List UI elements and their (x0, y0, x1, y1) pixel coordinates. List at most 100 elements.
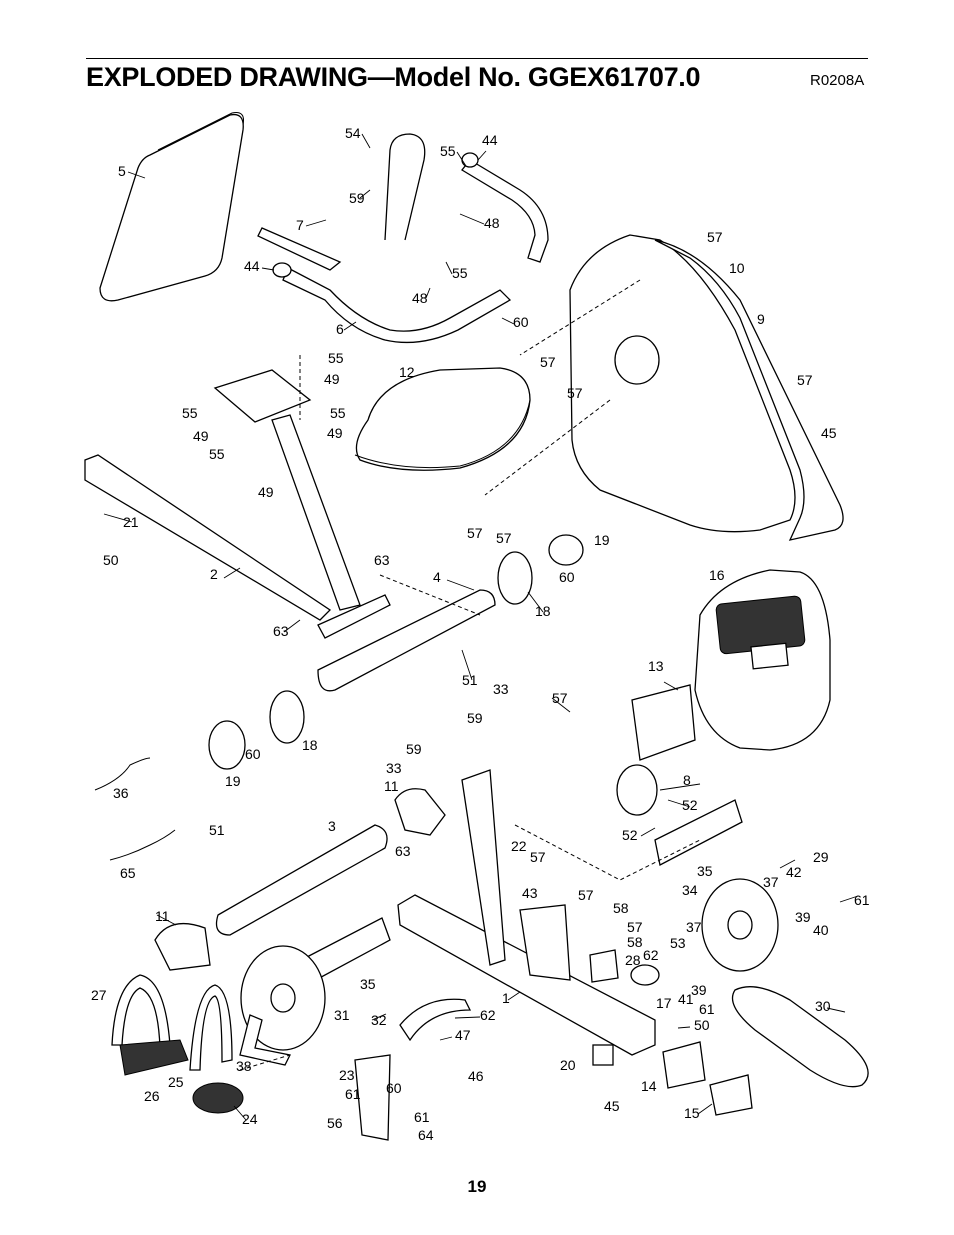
leader-line (461, 649, 473, 681)
part-handlebars (257, 133, 549, 344)
callout-55: 55 (440, 143, 456, 159)
callout-41: 41 (678, 991, 694, 1007)
callout-45: 45 (821, 425, 837, 441)
callout-35: 35 (360, 976, 376, 992)
callout-37: 37 (763, 874, 779, 890)
callout-62: 62 (643, 947, 659, 963)
leader-line (127, 171, 146, 179)
assembly-dashed-lines (239, 279, 701, 1071)
leader-line (677, 1026, 691, 1029)
callout-51: 51 (462, 672, 478, 688)
callout-56: 56 (327, 1115, 343, 1131)
leader-line (477, 150, 487, 161)
callout-55: 55 (452, 265, 468, 281)
callout-46: 46 (468, 1068, 484, 1084)
callout-55: 55 (328, 350, 344, 366)
callout-39: 39 (691, 982, 707, 998)
part-flywheel (701, 878, 779, 972)
callout-48: 48 (484, 215, 500, 231)
part-bracket (631, 684, 696, 761)
callout-11: 11 (384, 778, 399, 794)
leader-line (507, 991, 521, 1001)
leader-line (551, 697, 571, 713)
leader-line (697, 1103, 713, 1115)
callout-13: 13 (648, 658, 664, 674)
callout-49: 49 (327, 425, 343, 441)
leader-line (446, 579, 475, 591)
callout-48: 48 (412, 290, 428, 306)
callout-49: 49 (258, 484, 274, 500)
part-backrest (99, 112, 244, 302)
callout-55: 55 (330, 405, 346, 421)
leader-line (667, 799, 691, 808)
callout-62: 62 (480, 1007, 496, 1023)
callout-4: 4 (433, 569, 441, 585)
callout-42: 42 (786, 864, 802, 880)
leader-line (261, 267, 275, 271)
callout-47: 47 (455, 1027, 471, 1043)
callout-31: 31 (334, 1007, 350, 1023)
leader-line (501, 317, 515, 325)
callout-27: 27 (91, 987, 107, 1003)
part-seat (354, 367, 531, 471)
callout-52: 52 (622, 827, 638, 843)
callout-25: 25 (168, 1074, 184, 1090)
leader-line (283, 619, 301, 633)
part-pedals (111, 974, 244, 1114)
callout-44: 44 (482, 132, 498, 148)
callout-12: 12 (399, 364, 415, 380)
callout-18: 18 (302, 737, 318, 753)
callout-52: 52 (682, 797, 698, 813)
callout-22: 22 (511, 838, 527, 854)
callout-15: 15 (684, 1105, 700, 1121)
callout-35: 35 (697, 863, 713, 879)
callout-54: 54 (345, 125, 361, 141)
callout-38: 38 (236, 1058, 252, 1074)
leader-line (425, 287, 431, 299)
callout-45: 45 (604, 1098, 620, 1114)
part-hub (304, 764, 743, 983)
callout-18: 18 (535, 603, 551, 619)
callout-14: 14 (641, 1078, 657, 1094)
callout-26: 26 (144, 1088, 160, 1104)
part-seat-frame (84, 369, 391, 639)
callout-64: 64 (418, 1127, 434, 1143)
part-wheels (208, 534, 584, 770)
header-rule (86, 58, 868, 59)
leader-line (223, 567, 241, 579)
callout-59: 59 (349, 190, 365, 206)
callout-60: 60 (245, 746, 261, 762)
callout-61: 61 (699, 1001, 715, 1017)
part-brake (354, 998, 472, 1141)
leader-line (659, 783, 701, 791)
callout-60: 60 (386, 1080, 402, 1096)
part-tubes (215, 589, 496, 936)
callout-63: 63 (273, 623, 289, 639)
leader-line (103, 513, 133, 523)
callout-33: 33 (386, 760, 402, 776)
leader-line (361, 133, 371, 149)
leader-line (527, 591, 544, 613)
callout-49: 49 (193, 428, 209, 444)
callout-57: 57 (530, 849, 546, 865)
callout-59: 59 (467, 710, 483, 726)
callout-7: 7 (296, 217, 304, 233)
callout-8: 8 (683, 772, 691, 788)
callout-6: 6 (336, 321, 344, 337)
leader-line (779, 859, 796, 869)
callout-51: 51 (209, 822, 225, 838)
leader-line (826, 1007, 846, 1013)
callout-57: 57 (496, 530, 512, 546)
part-shrouds (569, 234, 844, 541)
callout-57: 57 (707, 229, 723, 245)
leader-line (454, 1016, 481, 1019)
callout-50: 50 (694, 1017, 710, 1033)
leader-line (663, 681, 679, 691)
callout-57: 57 (578, 887, 594, 903)
callout-5: 5 (118, 163, 126, 179)
callout-65: 65 (120, 865, 136, 881)
leader-line (839, 895, 859, 903)
callout-leaders (103, 133, 859, 1121)
callout-63: 63 (395, 843, 411, 859)
